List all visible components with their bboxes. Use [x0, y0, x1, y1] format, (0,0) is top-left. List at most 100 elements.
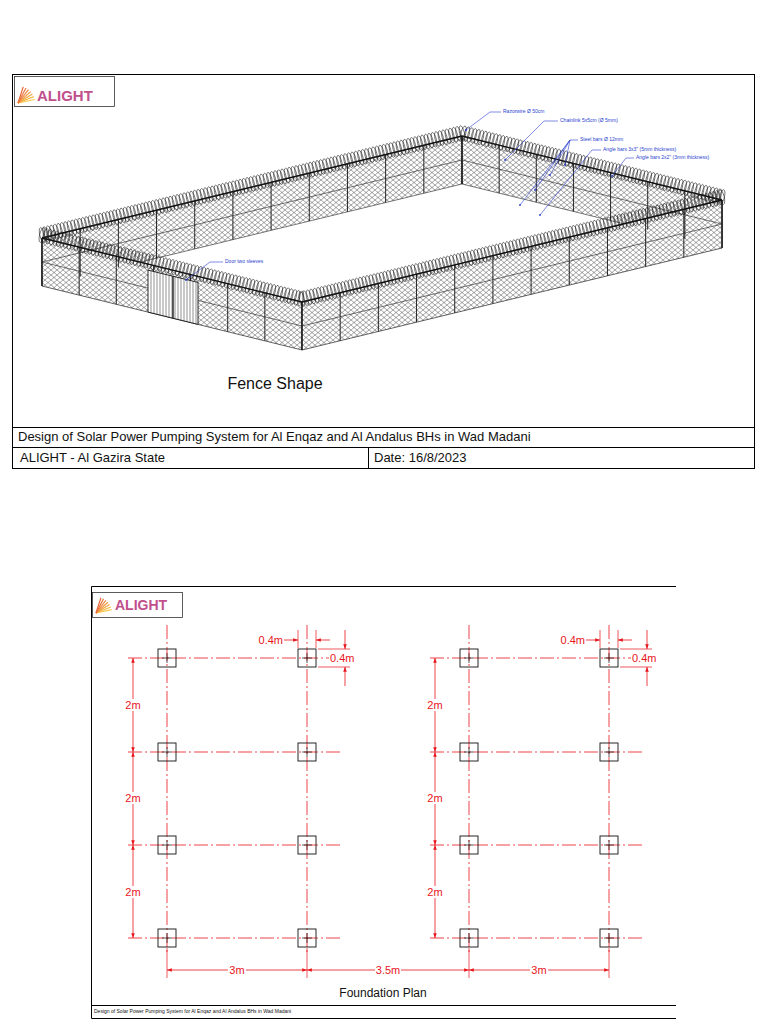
razorwire-coil [234, 180, 242, 196]
razorwire-coil [669, 201, 677, 217]
razorwire-coil [416, 135, 424, 151]
razorwire-coil [329, 283, 337, 299]
razorwire-coil [700, 185, 708, 201]
razorwire-coil [132, 250, 140, 266]
razorwire-coil [553, 229, 561, 245]
door-bar [184, 279, 185, 321]
razorwire-coil [454, 126, 462, 142]
razorwire-coil [91, 214, 99, 230]
razorwire-coil [119, 208, 127, 224]
razorwire-coil [648, 172, 656, 188]
razorwire-coil [80, 237, 88, 253]
extension-line [167, 948, 168, 978]
razorwire-coil [494, 244, 502, 260]
razorwire-coil [412, 136, 420, 152]
razorwire-coil [522, 237, 530, 253]
razorwire-coil [308, 289, 316, 305]
razorwire-coil [108, 210, 116, 226]
angle-bar [42, 136, 462, 238]
razorwire-coil [115, 246, 123, 262]
razorwire-coil [683, 198, 691, 214]
drawing-caption: Foundation Plan [339, 987, 426, 1001]
door-bar [190, 280, 191, 322]
razorwire-coil [438, 257, 446, 273]
razorwire-coil [536, 144, 544, 160]
footing-square [158, 929, 176, 947]
sheet-frame [13, 75, 755, 469]
razorwire-coil [589, 157, 597, 173]
razorwire-coil [498, 135, 506, 151]
razorwire-coil [669, 177, 677, 193]
razorwire-coil [426, 133, 434, 149]
razorwire-coil [332, 156, 340, 172]
door-bar [163, 274, 164, 316]
razorwire-coil [641, 208, 649, 224]
razorwire-coil [375, 272, 383, 288]
razorwire-coil [676, 179, 684, 195]
razorwire-coil [209, 269, 217, 285]
razorwire-coil [469, 250, 477, 266]
razorwire-coil [105, 211, 113, 227]
razorwire-coil [662, 175, 670, 191]
razorwire-coil [447, 128, 455, 144]
razorwire-coil [718, 189, 726, 205]
callout-label: Angle bars 3x3" (5mm thickness) [603, 147, 676, 153]
razorwire-coil [529, 143, 537, 159]
razorwire-coil [38, 227, 46, 243]
razorwire-coil [388, 142, 396, 158]
razorwire-coil [265, 283, 273, 299]
razorwire-coil [466, 250, 474, 266]
razorwire-coil [371, 273, 379, 289]
footing-cross [302, 747, 312, 757]
razorwire-coil [357, 277, 365, 293]
razorwire-coil [202, 268, 210, 284]
razorwire-coil [206, 268, 214, 284]
razorwire-coil [76, 237, 84, 253]
razorwire-coil [532, 234, 540, 250]
logo-ray [96, 598, 101, 613]
angle-bar [302, 224, 722, 326]
razorwire-coil [711, 187, 719, 203]
dimension-label: 0.4m [329, 652, 355, 665]
razorwire-coil [234, 275, 242, 291]
fence-wall [42, 238, 302, 350]
razorwire-coil [592, 220, 600, 236]
razorwire-coil [634, 168, 642, 184]
razorwire-coil [564, 227, 572, 243]
razorwire-coil [437, 130, 445, 146]
footing-cross [162, 840, 172, 850]
razorwire-coil [84, 216, 92, 232]
razorwire-coil [599, 160, 607, 176]
razorwire-coil [251, 280, 259, 296]
razorwire-coil [620, 165, 628, 181]
footing-square [298, 743, 316, 761]
razorwire-coil [104, 243, 112, 259]
razorwire-coil [203, 187, 211, 203]
razorwire-coil [385, 270, 393, 286]
razorwire-coil [210, 185, 218, 201]
razorwire-coil [463, 126, 471, 142]
razorwire-coil [322, 285, 330, 301]
extension-line [298, 630, 299, 648]
razorwire-coil [560, 227, 568, 243]
razorwire-coil [536, 233, 544, 249]
razorwire-coil [690, 182, 698, 198]
razorwire-coil [665, 202, 673, 218]
footing-cross [162, 747, 172, 757]
dimension-label: 0.4m [258, 634, 284, 647]
dimension-line [618, 640, 632, 641]
razorwire-coil [45, 225, 53, 241]
razorwire-coil [199, 188, 207, 204]
razorwire-coil [497, 243, 505, 259]
razorwire-coil [290, 289, 298, 305]
razorwire-coil [441, 256, 449, 272]
razorwire-coil [304, 163, 312, 179]
razorwire-coil [333, 283, 341, 299]
razorwire-coil [543, 232, 551, 248]
razorwire-coil [174, 261, 182, 277]
door-bar [172, 276, 173, 318]
extension-line [609, 948, 610, 978]
razorwire-coil [346, 152, 354, 168]
door-bar [196, 282, 197, 324]
extension-line [618, 630, 619, 648]
